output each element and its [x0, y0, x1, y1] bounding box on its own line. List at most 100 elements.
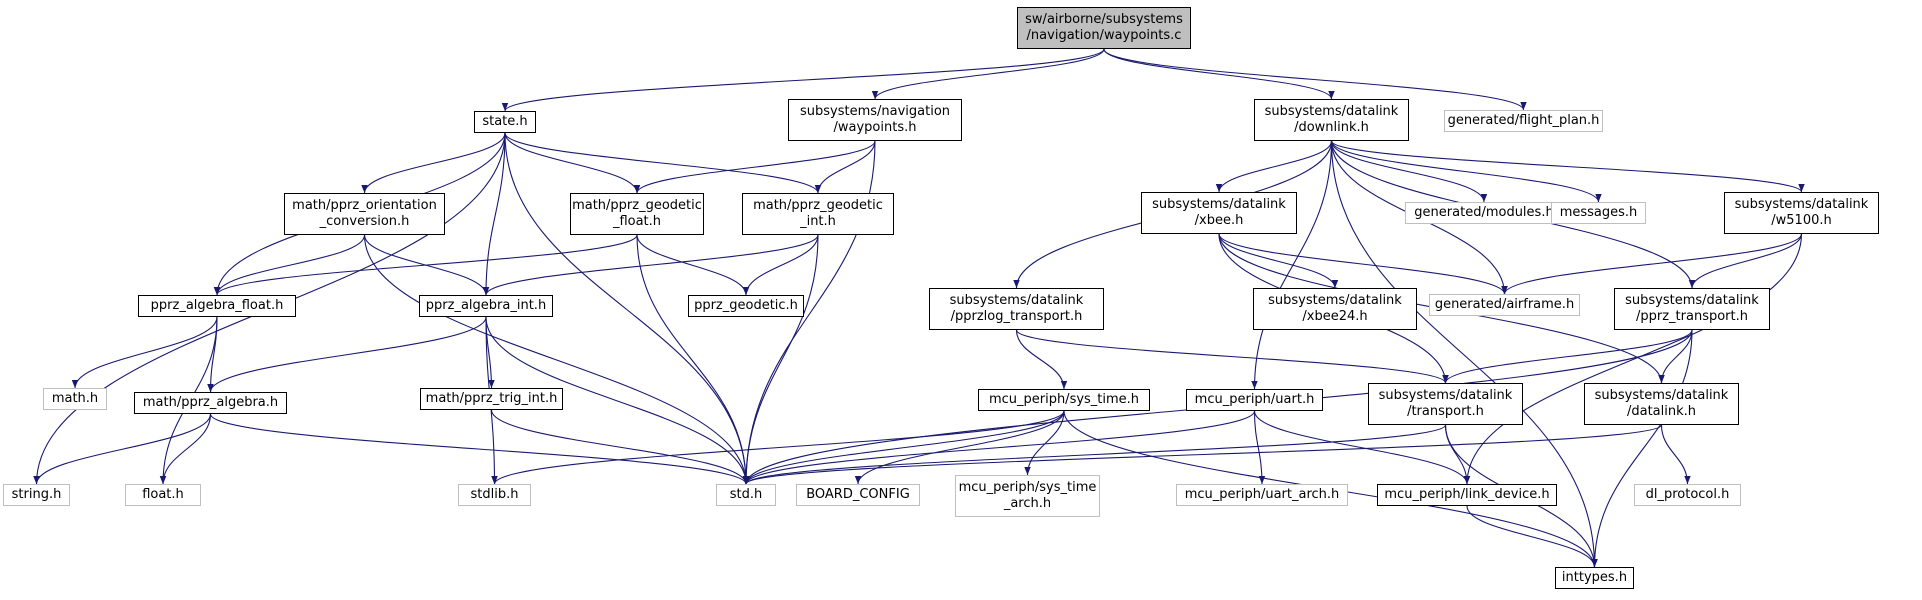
node-pprz-transport-h[interactable]: subsystems/datalink/pprz_transport.h: [1614, 288, 1770, 330]
edge-algebra_int_h-to-math_algebra_h: [207, 316, 487, 393]
edge-link_device_h-to-inttypes_h: [1466, 505, 1598, 568]
node-inttypes-h[interactable]: inttypes.h: [1555, 567, 1634, 589]
edge-geodetic_int_h-to-pprz_geodetic_h: [742, 234, 819, 296]
edge-waypoints_c-to-flight_plan_h: [1103, 48, 1527, 111]
node-label: float.h: [142, 487, 184, 502]
node-airframe-h: generated/airframe.h: [1429, 294, 1580, 316]
node-pprzlog-h[interactable]: subsystems/datalink/pprzlog_transport.h: [929, 288, 1104, 330]
node-label: stdlib.h: [470, 487, 519, 502]
node-float-h: float.h: [125, 484, 201, 506]
node-label: /navigation/waypoints.c: [1026, 28, 1182, 43]
node-label: /pprzlog_transport.h: [950, 309, 1083, 324]
node-uart-h[interactable]: mcu_periph/uart.h: [1186, 389, 1323, 411]
edge-pprz_transport_h-to-transport_h: [1442, 329, 1693, 384]
edge-geodetic_int_h-to-std_h: [742, 234, 819, 485]
node-label: math/pprz_trig_int.h: [425, 391, 558, 406]
node-label: math/pprz_orientation: [292, 198, 437, 213]
node-label: subsystems/datalink: [1264, 104, 1399, 119]
edge-geodetic_int_h-to-algebra_int_h: [482, 234, 819, 296]
edge-downlink_h-to-inttypes_h: [1330, 140, 1598, 568]
node-state-h[interactable]: state.h: [474, 111, 536, 133]
node-datalink-h[interactable]: subsystems/datalink/datalink.h: [1584, 383, 1739, 425]
node-label: subsystems/datalink: [1268, 293, 1402, 308]
edge-orientation_h-to-std_h: [363, 234, 750, 485]
node-w5100-h[interactable]: subsystems/datalink/w5100.h: [1724, 192, 1879, 234]
node-messages-h: messages.h: [1551, 202, 1646, 224]
node-board-config: BOARD_CONFIG: [796, 484, 920, 506]
edge-pprzlog_h-to-sys_time_h: [1015, 329, 1068, 390]
edge-pprz_transport_h-to-datalink_h: [1658, 329, 1693, 384]
node-waypoints-c[interactable]: sw/airborne/subsystems/navigation/waypoi…: [1017, 7, 1191, 49]
node-xbee24-h[interactable]: subsystems/datalink/xbee24.h: [1253, 288, 1417, 330]
node-modules-h: generated/modules.h: [1405, 202, 1563, 224]
node-label: mcu_periph/uart_arch.h: [1184, 487, 1340, 502]
node-label: math/pprz_geodetic: [572, 198, 702, 213]
edge-transport_h-to-std_h: [743, 424, 1447, 485]
node-label: sw/airborne/subsystems: [1025, 12, 1183, 27]
node-label: state.h: [482, 114, 528, 129]
edge-waypoints_c-to-nav_waypoints_h: [871, 48, 1105, 100]
node-flight-plan-h: generated/flight_plan.h: [1444, 110, 1603, 132]
node-label: generated/flight_plan.h: [1447, 113, 1600, 128]
node-math-algebra-h[interactable]: math/pprz_algebra.h: [134, 392, 287, 414]
node-transport-h[interactable]: subsystems/datalink/transport.h: [1368, 383, 1523, 425]
node-math-h: math.h: [43, 388, 107, 410]
node-label: generated/modules.h: [1414, 205, 1554, 220]
node-label: subsystems/datalink: [1378, 388, 1513, 403]
edge-orientation_h-to-algebra_float_h: [213, 234, 366, 296]
node-pprz-geodetic-h[interactable]: pprz_geodetic.h: [688, 295, 804, 317]
node-algebra-float-h[interactable]: pprz_algebra_float.h: [138, 295, 296, 317]
node-dl-protocol-h: dl_protocol.h: [1634, 484, 1741, 506]
node-label: subsystems/datalink: [1734, 197, 1869, 212]
edge-w5100_h-to-airframe_h: [1501, 233, 1803, 295]
node-label: math/pprz_geodetic: [753, 198, 883, 213]
node-label: /downlink.h: [1294, 120, 1369, 135]
edge-geodetic_float_h-to-pprz_geodetic_h: [636, 234, 750, 296]
edge-state_h-to-orientation_h: [361, 132, 506, 194]
edge-algebra_float_h-to-math_h: [71, 316, 218, 389]
edge-downlink_h-to-messages_h: [1330, 140, 1602, 203]
node-sys-time-h[interactable]: mcu_periph/sys_time.h: [978, 389, 1150, 411]
node-label: /xbee.h: [1194, 213, 1244, 228]
node-trig-int-h[interactable]: math/pprz_trig_int.h: [420, 388, 563, 410]
node-label: subsystems/datalink: [1594, 388, 1729, 403]
node-label: /w5100.h: [1771, 213, 1832, 228]
edge-uart_h-to-uart_arch_h: [1253, 410, 1266, 485]
node-label: subsystems/datalink: [1152, 197, 1286, 212]
edge-geodetic_float_h-to-std_h: [636, 234, 750, 485]
node-geodetic-float-h[interactable]: math/pprz_geodetic_float.h: [570, 193, 704, 235]
node-label: math/pprz_algebra.h: [142, 395, 279, 410]
edge-xbee_h-to-xbee24_h: [1218, 233, 1339, 289]
node-label: _arch.h: [1003, 496, 1052, 511]
edge-math_algebra_h-to-string_h: [33, 413, 212, 485]
node-downlink-h[interactable]: subsystems/datalink/downlink.h: [1254, 99, 1409, 141]
edge-nav_waypoints_h-to-geodetic_float_h: [633, 140, 876, 194]
node-label: std.h: [729, 487, 763, 502]
edge-waypoints_c-to-downlink_h: [1103, 48, 1335, 100]
node-label: generated/airframe.h: [1434, 297, 1575, 312]
node-nav-waypoints-h[interactable]: subsystems/navigation/waypoints.h: [788, 99, 962, 141]
edge-downlink_h-to-w5100_h: [1330, 140, 1805, 193]
edge-state_h-to-geodetic_int_h: [504, 132, 822, 194]
node-orientation-h[interactable]: math/pprz_orientation_conversion.h: [284, 193, 445, 235]
node-sys-time-arch-h: mcu_periph/sys_time_arch.h: [955, 475, 1100, 517]
edge-pprzlog_h-to-transport_h: [1015, 329, 1449, 384]
node-label: _float.h: [612, 214, 662, 229]
edge-math_algebra_h-to-float_h: [159, 413, 212, 485]
edge-datalink_h-to-dl_protocol_h: [1660, 424, 1691, 485]
node-algebra-int-h[interactable]: pprz_algebra_int.h: [419, 295, 553, 317]
edge-downlink_h-to-modules_h: [1330, 140, 1488, 203]
node-label: mcu_periph/link_device.h: [1384, 487, 1550, 502]
edge-sys_time_h-to-sys_time_arch_h: [1024, 410, 1065, 476]
edge-w5100_h-to-pprz_transport_h: [1688, 233, 1803, 289]
edge-state_h-to-std_h: [504, 132, 750, 485]
dependency-edges: [33, 48, 1805, 568]
node-xbee-h[interactable]: subsystems/datalink/xbee.h: [1141, 192, 1297, 234]
node-link-device-h[interactable]: mcu_periph/link_device.h: [1377, 484, 1557, 506]
node-label: /xbee24.h: [1302, 309, 1368, 324]
edge-trig_int_h-to-std_h: [490, 409, 750, 485]
node-label: _conversion.h: [319, 214, 410, 229]
node-label: /transport.h: [1407, 404, 1484, 419]
node-geodetic-int-h[interactable]: math/pprz_geodetic_int.h: [742, 193, 894, 235]
